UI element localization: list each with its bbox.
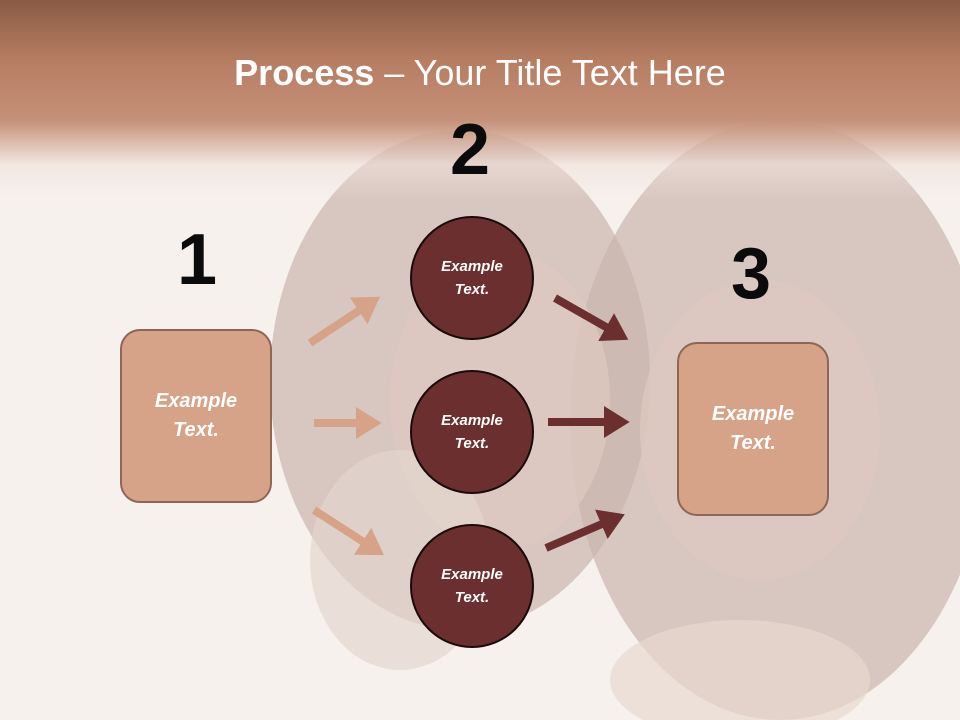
title-rest: – Your Title Text Here	[374, 52, 726, 93]
step-number-3: 3	[731, 234, 772, 314]
step-3-label: Example Text.	[711, 403, 795, 454]
arrow-1-to-top	[307, 296, 381, 347]
slide-title: Process – Your Title Text Here	[0, 52, 960, 94]
circle-top: Example Text.	[410, 216, 534, 340]
circle-bottom: Example Text.	[410, 524, 534, 648]
circle-middle: Example Text.	[410, 370, 534, 494]
step-1-label: Example Text.	[154, 390, 238, 441]
step-number-2: 2	[450, 110, 491, 190]
circle-middle-label: Example Text.	[441, 411, 503, 452]
circle-bottom-label: Example Text.	[441, 565, 503, 606]
arrow-bottom-to-3	[544, 509, 625, 552]
header-band	[0, 0, 960, 200]
title-bold: Process	[234, 52, 375, 93]
arrow-top-to-3	[553, 294, 629, 341]
step-3-box: Example Text.	[677, 342, 829, 516]
circle-top-label: Example Text.	[441, 257, 503, 298]
arrow-1-to-bottom	[311, 506, 385, 556]
step-1-box: Example Text.	[120, 329, 272, 503]
step-number-1: 1	[177, 220, 218, 300]
